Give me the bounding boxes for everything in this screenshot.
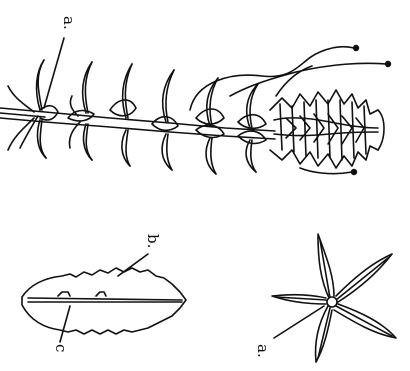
single-leaf xyxy=(22,268,186,334)
leader-line-a-top xyxy=(44,38,64,108)
label-a-bottom: a. xyxy=(254,344,272,358)
label-b: b. xyxy=(144,234,162,248)
leaf-whorl xyxy=(68,62,94,160)
stalk-tip-dot xyxy=(385,61,391,67)
leaf-whorl xyxy=(110,64,136,166)
whorl-center-node xyxy=(327,297,337,307)
leaf-outline-serrated xyxy=(22,268,186,334)
branch-tip-cluster xyxy=(270,90,384,168)
label-a-top: a. xyxy=(60,16,78,30)
plant-branch xyxy=(0,47,386,174)
leaf-whorl xyxy=(152,70,178,170)
stalk-tip-dot xyxy=(351,169,357,175)
stalk-tip-dot xyxy=(353,45,359,51)
label-c: c xyxy=(52,344,70,352)
leader-line-b xyxy=(118,254,148,276)
leaf-midrib xyxy=(28,298,182,300)
leader-line-c xyxy=(60,306,70,342)
leaf-whorl xyxy=(238,84,266,172)
leader-line-a-bottom xyxy=(274,306,324,338)
